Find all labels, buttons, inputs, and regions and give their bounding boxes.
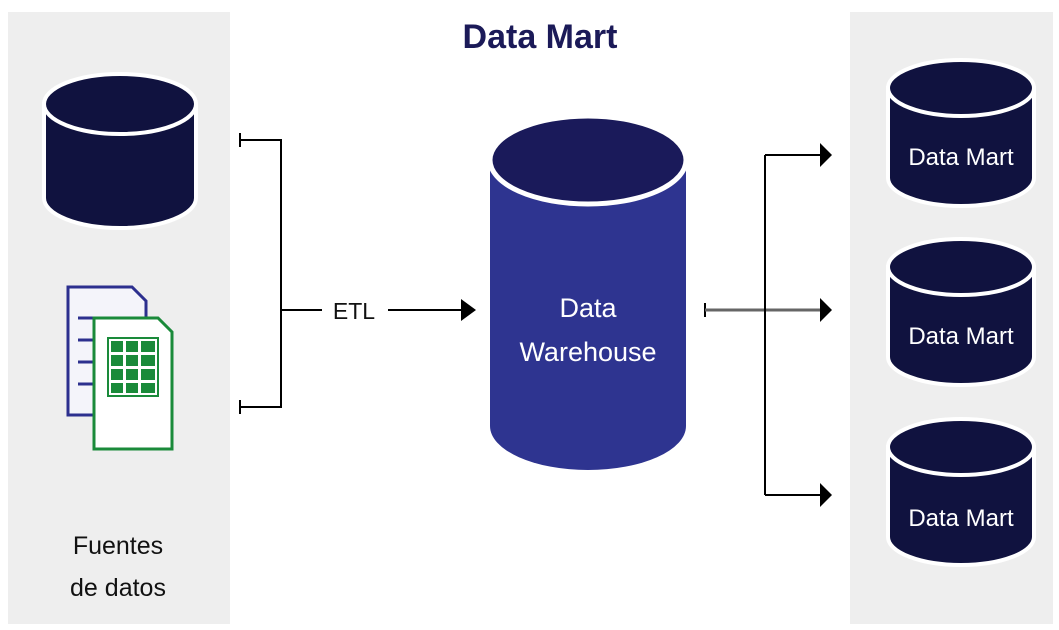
- sources-label-line1: Fuentes: [73, 532, 163, 560]
- arrow-to-mart-3: [820, 483, 832, 507]
- etl-bracket: [239, 133, 322, 414]
- data-mart-3-label: Data Mart: [908, 505, 1014, 532]
- sources-label-line2: de datos: [70, 574, 166, 602]
- etl-label: ETL: [333, 298, 375, 324]
- diagram-title: Data Mart: [463, 18, 618, 56]
- spreadsheet-documents-icon: [66, 285, 174, 451]
- data-mart-3: Data Mart: [886, 417, 1036, 567]
- warehouse-label-line1: Data: [559, 293, 617, 323]
- distribution-connector: [704, 143, 832, 507]
- arrow-to-mart-1: [820, 143, 832, 167]
- warehouse-label-line2: Warehouse: [519, 337, 656, 367]
- etl-arrow: [388, 299, 476, 321]
- data-mart-1: Data Mart: [886, 58, 1036, 208]
- data-warehouse-icon: [487, 113, 689, 470]
- data-mart-1-label: Data Mart: [908, 144, 1014, 171]
- data-mart-2-label: Data Mart: [908, 323, 1014, 350]
- arrow-to-mart-2: [820, 298, 832, 322]
- source-database-icon: [42, 72, 198, 230]
- data-mart-2: Data Mart: [886, 237, 1036, 387]
